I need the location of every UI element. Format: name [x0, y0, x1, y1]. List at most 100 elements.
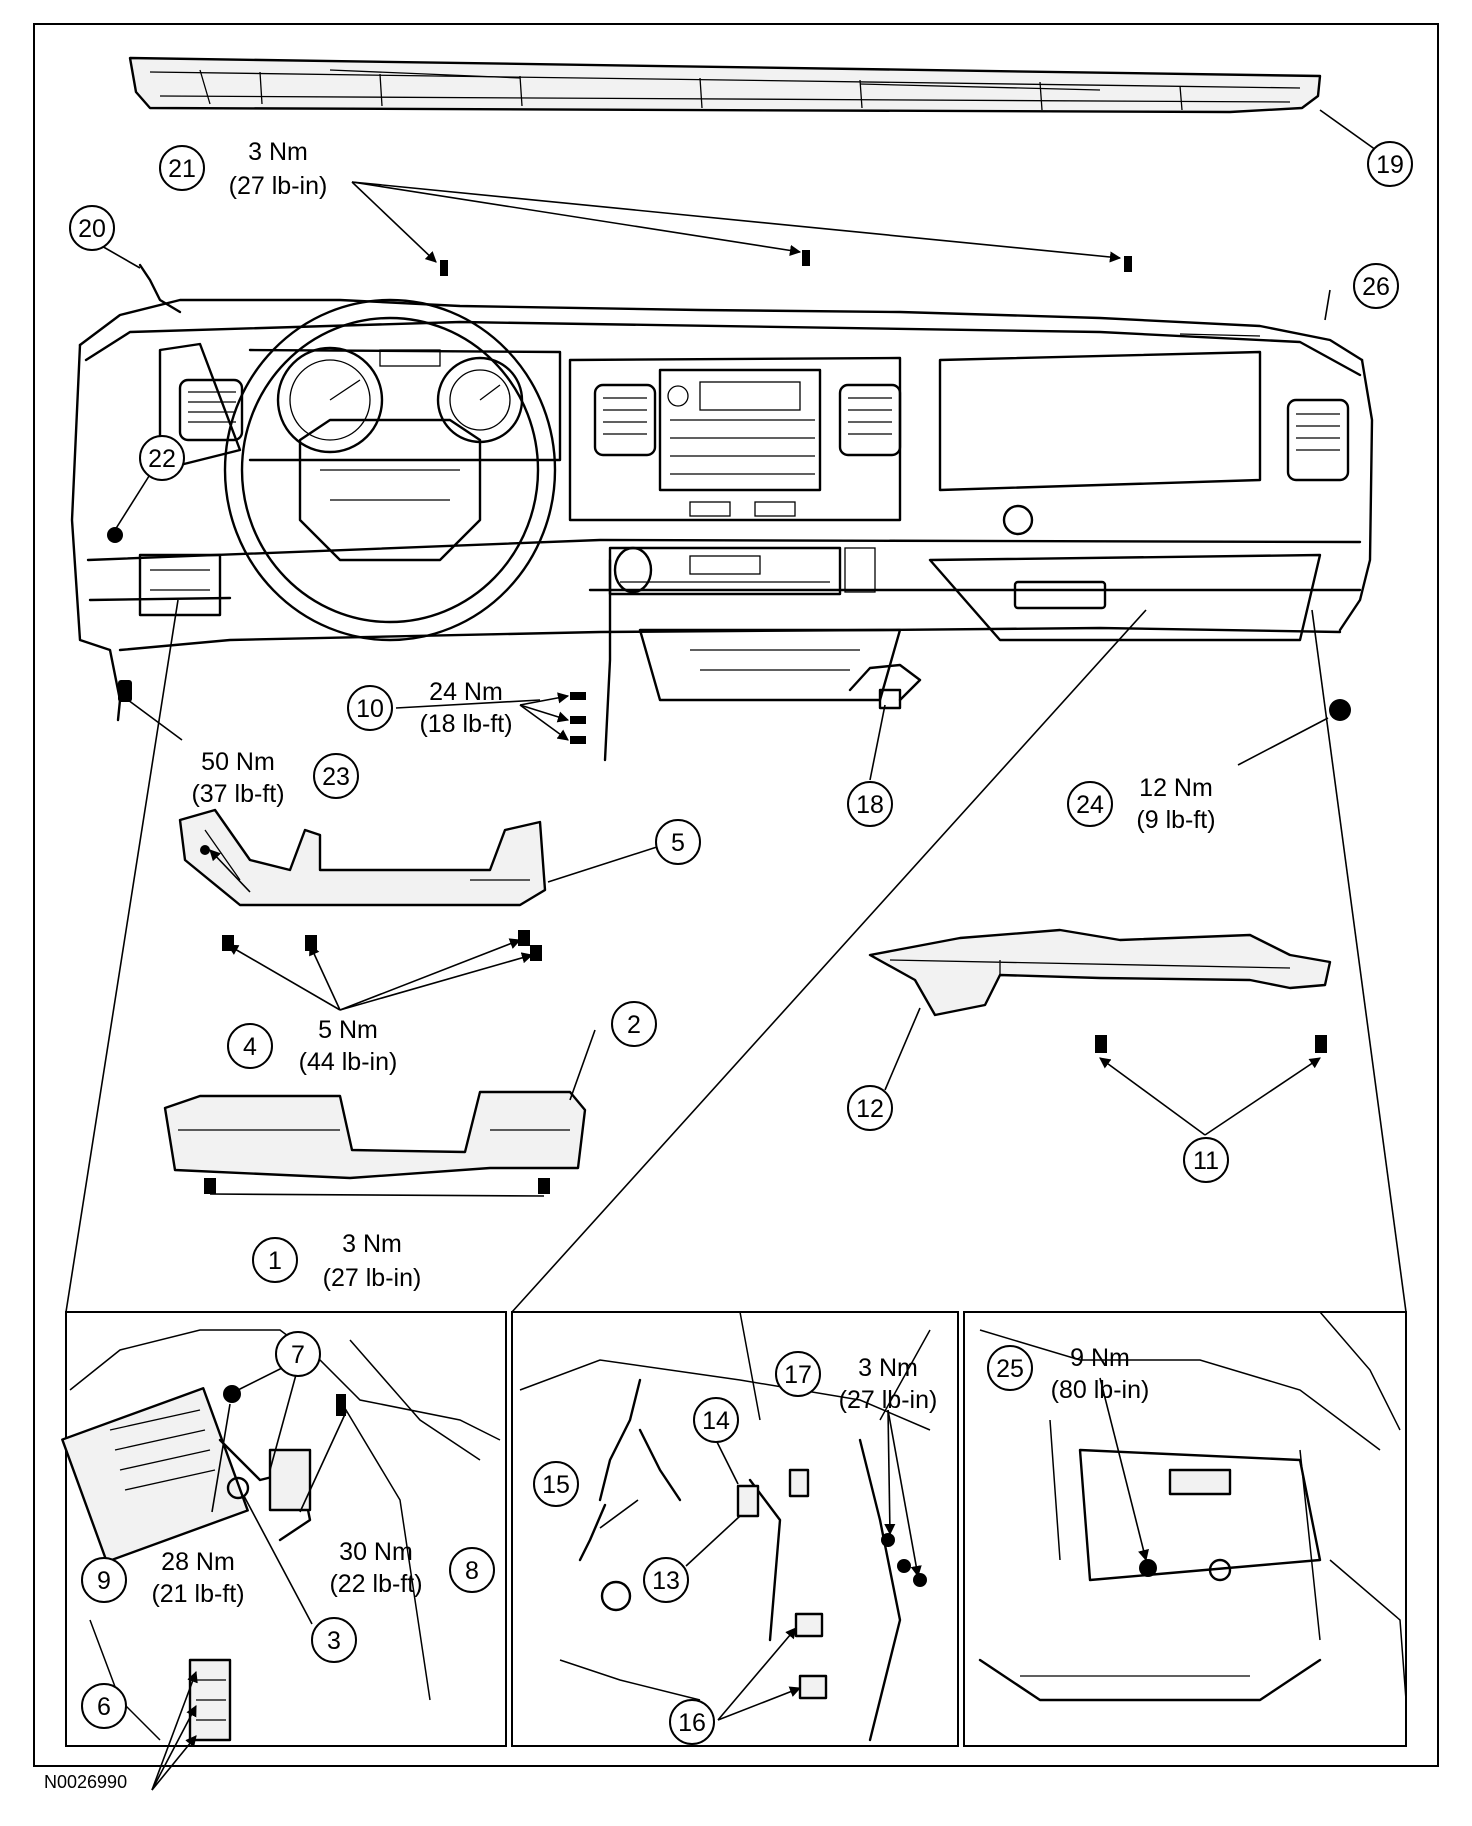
- svg-text:8: 8: [465, 1557, 479, 1585]
- support-bracket-12: [868, 928, 1332, 1053]
- callout-12: 12: [847, 1085, 893, 1131]
- figure-id: N0026990: [44, 1772, 127, 1792]
- callout-13: 13: [643, 1557, 689, 1603]
- torque-23: 50 Nm (37 lb-ft): [191, 748, 284, 808]
- svg-text:19: 19: [1376, 151, 1404, 179]
- svg-text:(37 lb-ft): (37 lb-ft): [191, 780, 284, 808]
- callout-20: 20: [69, 205, 115, 251]
- svg-text:26: 26: [1362, 273, 1390, 301]
- svg-text:18: 18: [856, 791, 884, 819]
- callout-22: 22: [139, 435, 185, 481]
- knee-bolster-2: [163, 1090, 587, 1194]
- torque-1: 3 Nm (27 lb-in): [323, 1230, 422, 1292]
- callout-2: 2: [611, 1001, 657, 1047]
- callout-21: 21: [159, 145, 205, 191]
- callout-23: 23: [313, 753, 359, 799]
- torque-21: 3 Nm (27 lb-in): [229, 138, 328, 200]
- svg-text:24: 24: [1076, 791, 1104, 819]
- svg-text:12 Nm: 12 Nm: [1139, 774, 1213, 802]
- svg-text:(44 lb-in): (44 lb-in): [299, 1048, 398, 1076]
- svg-text:28 Nm: 28 Nm: [161, 1548, 235, 1576]
- callout-9: 9: [81, 1557, 127, 1603]
- callout-24: 24: [1067, 781, 1113, 827]
- svg-text:17: 17: [784, 1361, 812, 1389]
- svg-text:5 Nm: 5 Nm: [318, 1016, 378, 1044]
- detail-panel-left: [61, 1311, 507, 1747]
- callout-16: 16: [669, 1699, 715, 1745]
- torque-25: 9 Nm (80 lb-in): [1051, 1344, 1150, 1404]
- svg-text:(9 lb-ft): (9 lb-ft): [1136, 806, 1215, 834]
- svg-text:13: 13: [652, 1567, 680, 1595]
- svg-text:21: 21: [168, 155, 196, 183]
- svg-text:10: 10: [356, 695, 384, 723]
- svg-text:(21 lb-ft): (21 lb-ft): [151, 1580, 244, 1608]
- detail-panel-center: [511, 1311, 959, 1747]
- svg-text:(27 lb-in): (27 lb-in): [839, 1386, 938, 1414]
- callout-6: 6: [81, 1683, 127, 1729]
- svg-text:1: 1: [268, 1247, 282, 1275]
- callout-15: 15: [533, 1461, 579, 1507]
- svg-text:15: 15: [542, 1471, 570, 1499]
- bolt-10: [570, 692, 586, 744]
- torque-30: 30 Nm (22 lb-ft): [329, 1538, 422, 1598]
- callout-4: 4: [227, 1023, 273, 1069]
- torque-28: 28 Nm (21 lb-ft): [151, 1548, 244, 1608]
- instrument-panel-assembly: [70, 250, 1374, 762]
- svg-text:5: 5: [671, 829, 685, 857]
- svg-text:30 Nm: 30 Nm: [339, 1538, 413, 1566]
- svg-text:23: 23: [322, 763, 350, 791]
- callout-5: 5: [655, 819, 701, 865]
- callout-14: 14: [693, 1397, 739, 1443]
- svg-text:22: 22: [148, 445, 176, 473]
- callout-8: 8: [449, 1547, 495, 1593]
- bolt-21: [440, 250, 1132, 276]
- svg-text:24 Nm: 24 Nm: [429, 678, 503, 706]
- callout-7: 7: [275, 1331, 321, 1377]
- torque-4: 5 Nm (44 lb-in): [299, 1016, 398, 1076]
- svg-text:3 Nm: 3 Nm: [858, 1354, 918, 1382]
- svg-text:(80 lb-in): (80 lb-in): [1051, 1376, 1150, 1404]
- svg-text:7: 7: [291, 1341, 305, 1369]
- svg-text:9 Nm: 9 Nm: [1070, 1344, 1130, 1372]
- torque-10: 24 Nm (18 lb-ft): [419, 678, 512, 738]
- svg-text:2: 2: [627, 1011, 641, 1039]
- callout-1: 1: [252, 1237, 298, 1283]
- callouts: 19 21 20 26 22 10 23 18 24 5 4 2 12 11 1…: [69, 141, 1413, 1745]
- callout-19: 19: [1367, 141, 1413, 187]
- callout-11: 11: [1183, 1137, 1229, 1183]
- svg-text:3: 3: [327, 1627, 341, 1655]
- svg-text:(22 lb-ft): (22 lb-ft): [329, 1570, 422, 1598]
- svg-text:14: 14: [702, 1407, 730, 1435]
- svg-text:25: 25: [996, 1355, 1024, 1383]
- svg-text:50 Nm: 50 Nm: [201, 748, 275, 776]
- callout-26: 26: [1353, 263, 1399, 309]
- svg-text:(27 lb-in): (27 lb-in): [229, 172, 328, 200]
- callout-18: 18: [847, 781, 893, 827]
- svg-text:3 Nm: 3 Nm: [342, 1230, 402, 1258]
- torque-24: 12 Nm (9 lb-ft): [1136, 774, 1215, 834]
- leader-lines: [65, 109, 1407, 1313]
- figure-border: [33, 23, 1439, 1767]
- detail-panel-right: [963, 1311, 1407, 1747]
- svg-text:6: 6: [97, 1693, 111, 1721]
- callout-17: 17: [775, 1351, 821, 1397]
- svg-text:4: 4: [243, 1033, 257, 1061]
- detail-leader-lines: [151, 1359, 1149, 1791]
- svg-text:3 Nm: 3 Nm: [248, 138, 308, 166]
- svg-text:16: 16: [678, 1709, 706, 1737]
- callout-3: 3: [311, 1617, 357, 1663]
- svg-text:9: 9: [97, 1567, 111, 1595]
- callout-25: 25: [987, 1345, 1033, 1391]
- callout-10: 10: [347, 685, 393, 731]
- defroster-grille-19: [128, 56, 1322, 114]
- svg-text:20: 20: [78, 215, 106, 243]
- svg-text:(27 lb-in): (27 lb-in): [323, 1264, 422, 1292]
- svg-text:12: 12: [856, 1095, 884, 1123]
- knee-bolster-bracket-5: [178, 808, 547, 907]
- torque-17: 3 Nm (27 lb-in): [839, 1354, 938, 1414]
- torque-labels: 3 Nm (27 lb-in) 24 Nm (18 lb-ft) 50 Nm (…: [151, 138, 1215, 1608]
- svg-text:(18 lb-ft): (18 lb-ft): [419, 710, 512, 738]
- bolt-4: [222, 930, 542, 961]
- svg-text:11: 11: [1193, 1147, 1219, 1175]
